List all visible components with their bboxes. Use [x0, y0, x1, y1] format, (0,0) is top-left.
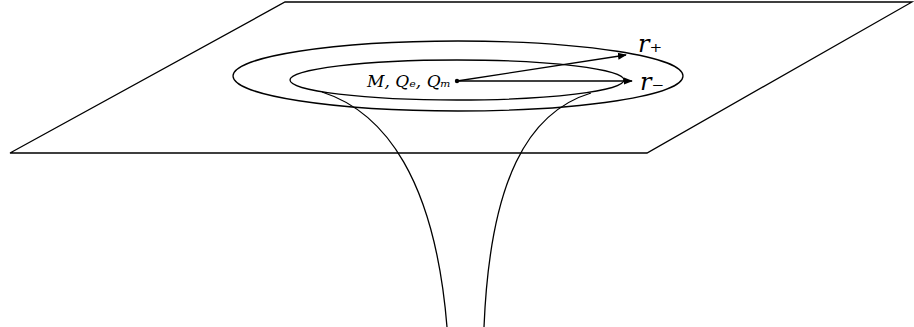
funnel-left: [322, 92, 447, 327]
radius-arrow: [457, 55, 626, 81]
radius-label: r₊: [638, 32, 662, 56]
funnel-right: [484, 93, 591, 327]
radius-label: r₋: [640, 70, 664, 94]
plane: [10, 2, 912, 153]
radius-arrow: [457, 80, 632, 81]
inner-horizon: [290, 60, 624, 100]
outer-horizon: [233, 41, 683, 111]
charge-label: M, Qₑ, Qₘ: [367, 73, 451, 90]
